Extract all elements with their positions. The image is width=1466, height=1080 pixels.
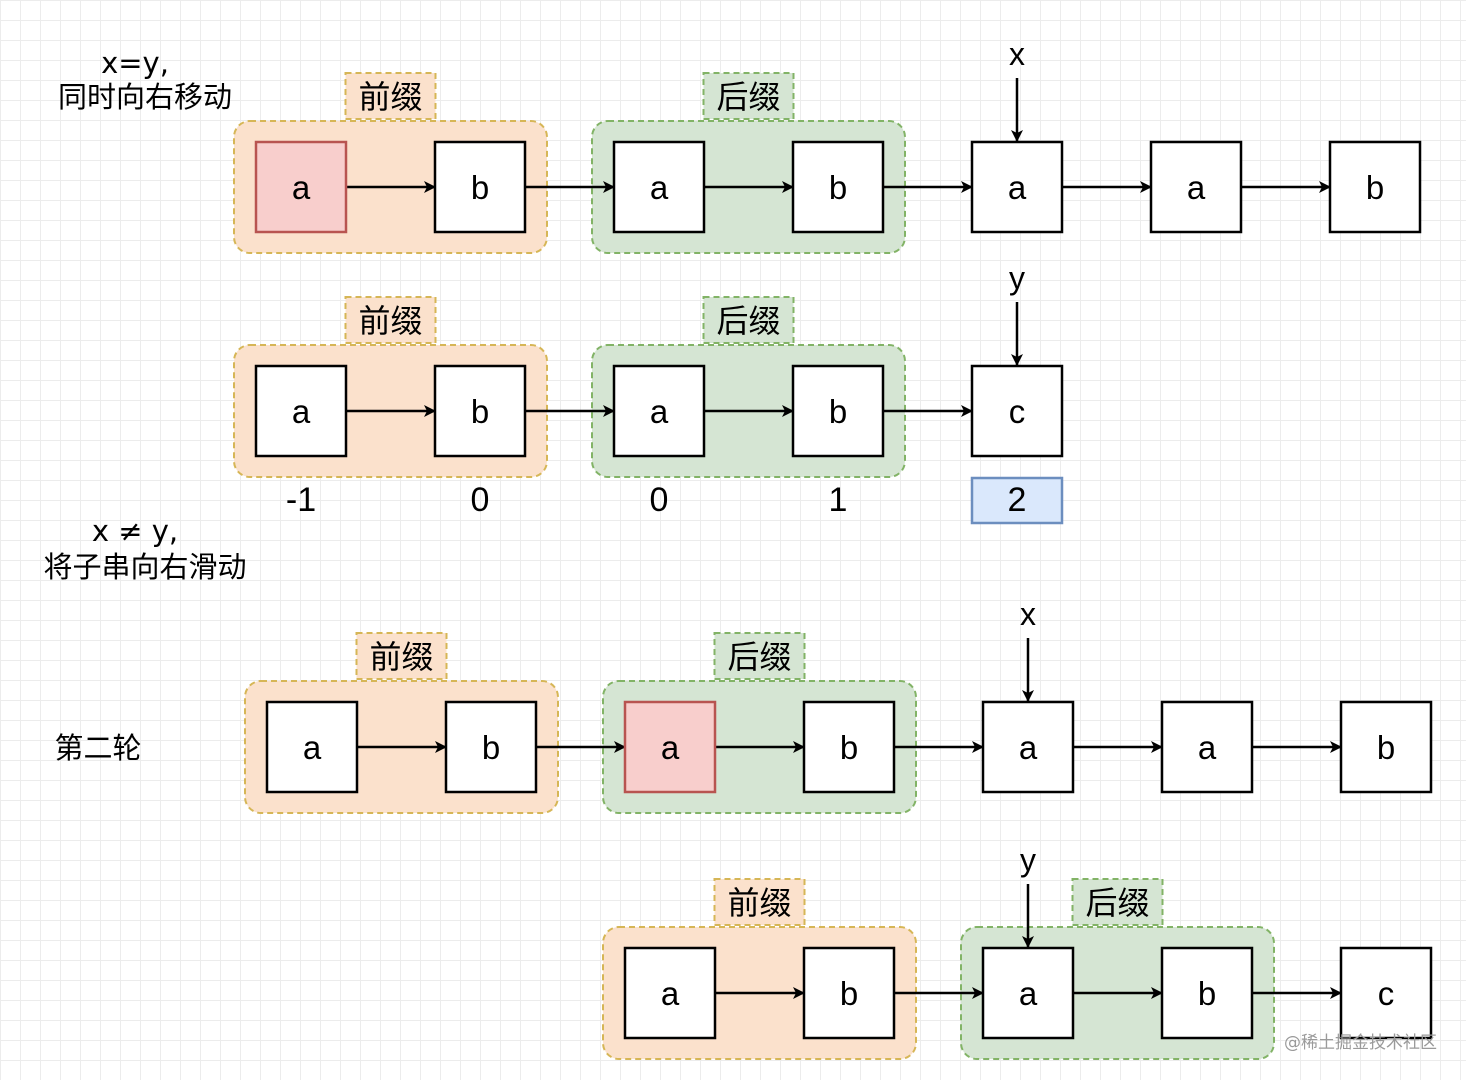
note-noteq-line1: x ≠ y, (92, 514, 178, 548)
r3-node-label-5: a (1198, 729, 1217, 766)
r2-node-label-0: a (292, 393, 311, 430)
r2-prefix-tab (344, 296, 437, 344)
r1-node-3 (791, 140, 885, 234)
r1-node-0 (254, 140, 348, 234)
r1-suffix-tab (702, 72, 795, 120)
r3-suffix-label: 后缀 (727, 638, 791, 676)
r1-prefix-label: 前缀 (358, 78, 422, 116)
r2-suffix-tab (702, 296, 795, 344)
r4-node-2 (981, 946, 1075, 1040)
r3-node-2 (623, 700, 717, 794)
r3-node-6 (1339, 700, 1433, 794)
r2-node-0 (254, 364, 348, 458)
r2-index-highlight (970, 476, 1064, 525)
r1-node-4 (970, 140, 1064, 234)
r1-node-6 (1328, 140, 1422, 234)
r2-node-1 (433, 364, 527, 458)
r2-node-4 (970, 364, 1064, 458)
r2-node-label-3: b (829, 393, 847, 430)
r3-node-3 (802, 700, 896, 794)
r1-node-5 (1149, 140, 1243, 234)
r1-node-label-4: a (1008, 169, 1027, 206)
r3-prefix-label: 前缀 (369, 638, 433, 676)
r2-index-0: -1 (286, 481, 316, 519)
r4-node-label-2: a (1019, 975, 1038, 1012)
r4-prefix-label: 前缀 (727, 884, 791, 922)
r4-node-1 (802, 946, 896, 1040)
note-round-two: 第二轮 (54, 731, 141, 765)
r1-node-label-2: a (650, 169, 669, 206)
r1-node-label-3: b (829, 169, 847, 206)
r2-node-2 (612, 364, 706, 458)
r3-prefix-tab (355, 632, 448, 680)
r3-node-4 (981, 700, 1075, 794)
r1-prefix-tab (344, 72, 437, 120)
r1-node-label-5: a (1187, 169, 1206, 206)
r3-node-5 (1160, 700, 1254, 794)
r3-suffix-tab (713, 632, 806, 680)
r2-node-3 (791, 364, 885, 458)
r4-suffix-label: 后缀 (1085, 884, 1149, 922)
r4-pointer-label: y (1020, 842, 1036, 878)
r3-node-label-0: a (303, 729, 322, 766)
r1-node-label-6: b (1366, 169, 1384, 206)
r3-node-label-1: b (482, 729, 500, 766)
r3-node-label-3: b (840, 729, 858, 766)
r2-node-label-4: c (1009, 393, 1026, 430)
r2-index-4: 2 (1008, 481, 1027, 519)
r1-node-2 (612, 140, 706, 234)
r2-suffix-label: 后缀 (716, 302, 780, 340)
r4-prefix-tab (713, 878, 806, 926)
watermark: @稀土掘金技术社区 (1284, 1033, 1437, 1053)
r4-node-label-1: b (840, 975, 858, 1012)
r2-index-2: 0 (650, 481, 669, 519)
r2-index-3: 1 (829, 481, 848, 519)
r1-suffix-label: 后缀 (716, 78, 780, 116)
r3-pointer-label: x (1020, 596, 1036, 632)
r3-node-label-6: b (1377, 729, 1395, 766)
r3-node-label-2: a (661, 729, 680, 766)
r2-pointer-label: y (1009, 260, 1025, 296)
r1-node-1 (433, 140, 527, 234)
r2-node-label-1: b (471, 393, 489, 430)
r4-node-4 (1339, 946, 1433, 1040)
note-equal-line2: 同时向右移动 (58, 80, 232, 114)
r4-node-label-0: a (661, 975, 680, 1012)
r1-node-label-1: b (471, 169, 489, 206)
r2-prefix-label: 前缀 (358, 302, 422, 340)
r2-node-label-2: a (650, 393, 669, 430)
r4-node-3 (1160, 946, 1254, 1040)
r3-node-0 (265, 700, 359, 794)
r1-pointer-label: x (1009, 36, 1025, 72)
r1-node-label-0: a (292, 169, 311, 206)
r3-node-label-4: a (1019, 729, 1038, 766)
r4-node-label-4: c (1378, 975, 1395, 1012)
r3-node-1 (444, 700, 538, 794)
r4-suffix-tab (1071, 878, 1164, 926)
r4-node-0 (623, 946, 717, 1040)
r2-index-1: 0 (471, 481, 490, 519)
note-equal-line1: x=y, (101, 46, 169, 80)
note-noteq-line2: 将子串向右滑动 (43, 550, 246, 584)
r4-node-label-3: b (1198, 975, 1216, 1012)
